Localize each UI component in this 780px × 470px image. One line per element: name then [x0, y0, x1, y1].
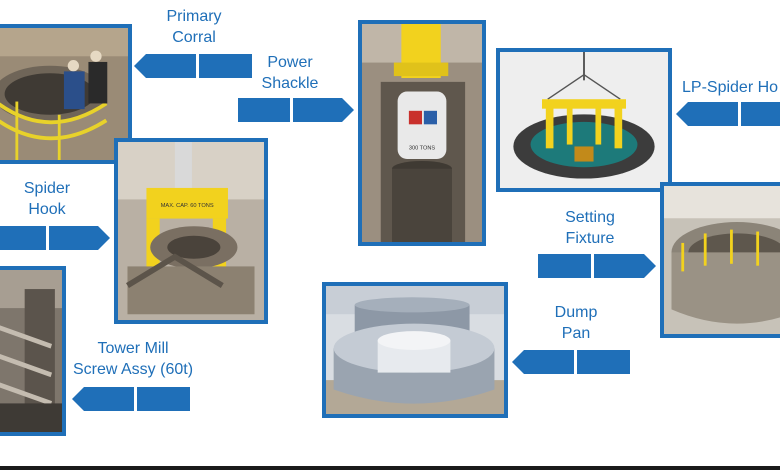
label-line: Fixture: [565, 230, 615, 247]
power-shackle-photo: 300 TONS: [358, 20, 486, 246]
bottom-divider: [0, 466, 780, 470]
label-tower-mill: Tower Mill Screw Assy (60t): [64, 338, 202, 380]
label-line: Pan: [561, 325, 591, 342]
setting-fixture-photo: [660, 182, 780, 338]
dump-pan-photo: [322, 282, 508, 418]
shackle-tag: 300 TONS: [409, 145, 435, 151]
label-line: Corral: [172, 29, 216, 46]
label-primary-corral: Primary Corral: [150, 6, 238, 48]
primary-corral-photo: [0, 24, 132, 164]
label-line: Hook: [28, 201, 66, 218]
label-lp-spider-hook: LP-Spider Ho: [682, 77, 778, 98]
label-line: Screw Assy (60t): [72, 361, 194, 378]
arrow-left-dump-pan: [512, 350, 630, 374]
lp-spider-hook-photo: [496, 48, 672, 192]
arrow-left-primary-corral: [134, 54, 252, 78]
label-line: Power: [267, 54, 313, 71]
spider-hook-photo: MAX. CAP. 60 TONS: [114, 138, 268, 324]
arrow-left-tower-mill: [72, 387, 190, 411]
label-line: Spider: [23, 180, 71, 197]
label-line: Dump: [554, 304, 598, 321]
arrow-right-spider-hook: [0, 226, 110, 250]
label-spider-hook: Spider Hook: [10, 178, 84, 220]
label-line: Shackle: [261, 75, 319, 92]
arrow-left-lp-spider-hook: [676, 102, 780, 126]
arrow-right-power-shackle: [238, 98, 354, 122]
label-line: Setting: [565, 209, 615, 226]
label-setting-fixture: Setting Fixture: [548, 207, 632, 249]
tower-mill-photo: [0, 266, 66, 436]
arrow-right-setting-fixture: [538, 254, 656, 278]
label-line: Primary: [166, 8, 222, 25]
label-line: Tower Mill: [97, 340, 169, 357]
label-dump-pan: Dump Pan: [538, 302, 614, 344]
label-line: LP-Spider Ho: [682, 79, 779, 96]
spider-hook-tag: MAX. CAP. 60 TONS: [161, 203, 214, 209]
label-power-shackle: Power Shackle: [250, 52, 330, 94]
